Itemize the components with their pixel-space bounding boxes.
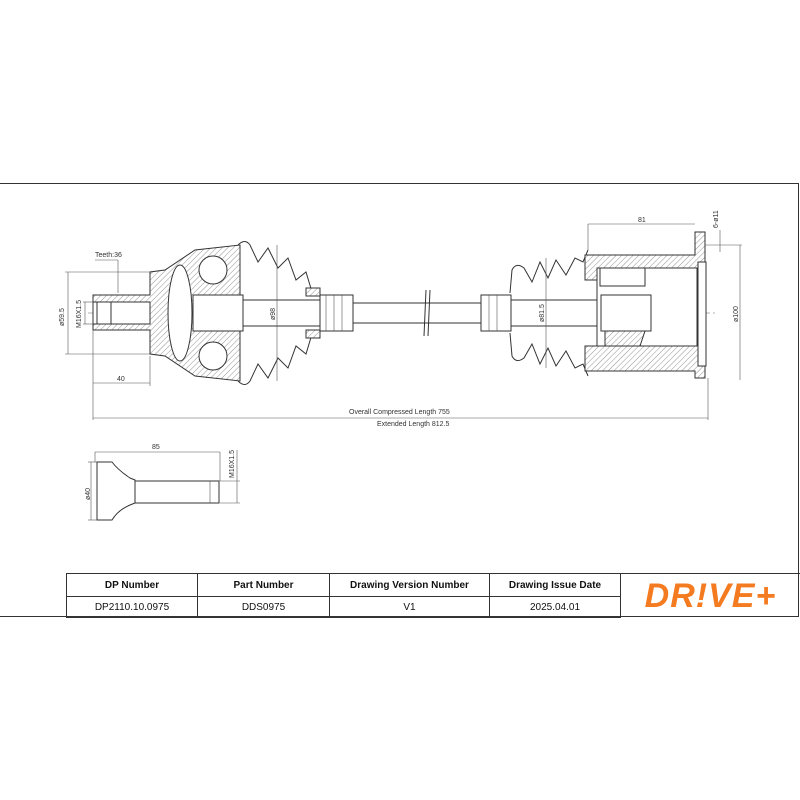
compressed-length-label: Overall Compressed Length 755 <box>349 409 450 416</box>
boot-diameter-label: ø98 <box>270 308 277 320</box>
bolt-head-diameter-label: ø40 <box>85 488 92 500</box>
title-block: DP Number Part Number Drawing Version Nu… <box>66 573 800 618</box>
drive-plus-logo: DR!VE+ <box>620 574 800 618</box>
teeth-label: Teeth:36 <box>95 252 122 259</box>
issue-date-value: 2025.04.01 <box>489 597 620 618</box>
inner-joint-housing <box>584 231 707 379</box>
bolt-length-label: 85 <box>152 444 160 451</box>
inner-boot-diameter-label: ø81.5 <box>539 304 546 322</box>
flange-depth-label: 81 <box>638 217 646 224</box>
bolt-holes-label: 6-ø11 <box>713 210 720 228</box>
outer-boot-clamp-bottom <box>305 329 321 339</box>
dp-number-value: DP2110.10.0975 <box>66 597 197 618</box>
outer-cv-joint <box>92 244 244 382</box>
outer-boot <box>237 241 313 385</box>
outer-diameter-label: ø59.5 <box>59 308 66 326</box>
dimension-lines <box>65 223 742 420</box>
outer-thread-label: M16X1.5 <box>76 300 83 328</box>
bolt-thread-label: M16X1.5 <box>229 450 236 478</box>
header-drawing-version: Drawing Version Number <box>329 574 489 597</box>
header-dp-number: DP Number <box>66 574 197 597</box>
shaft <box>242 289 602 337</box>
drawing-frame <box>0 183 799 617</box>
stub-length-label: 40 <box>117 376 125 383</box>
drawing-version-value: V1 <box>329 597 489 618</box>
outer-boot-clamp-top <box>305 287 321 297</box>
extended-length-label: Extended Length 812.5 <box>377 421 450 428</box>
header-part-number: Part Number <box>197 574 329 597</box>
part-number-value: DDS0975 <box>197 597 329 618</box>
flange-diameter-label: ø100 <box>733 306 740 322</box>
bolt-drawing <box>88 450 240 521</box>
inner-boot <box>509 249 589 377</box>
header-issue-date: Drawing Issue Date <box>489 574 620 597</box>
